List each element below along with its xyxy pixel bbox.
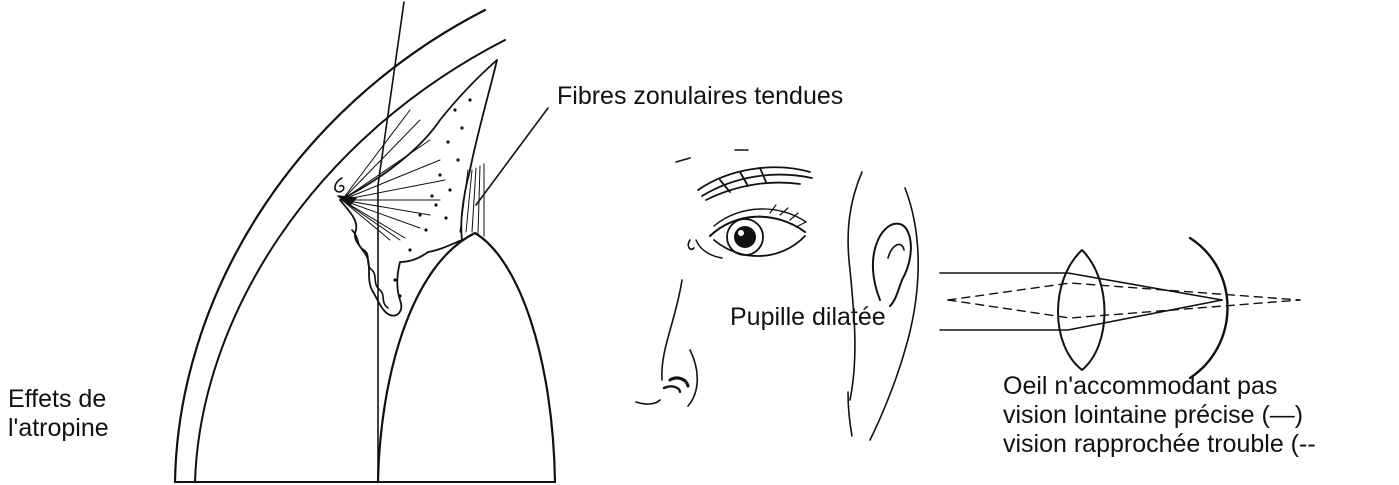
ciliary-stipple (393, 98, 471, 297)
eyebrow (698, 167, 812, 200)
face-mark-1 (676, 158, 690, 162)
face-illustration (636, 150, 918, 440)
retina-arc (1190, 238, 1228, 378)
face-side-contour (848, 172, 862, 400)
label-eye-not-accommodating: Oeil n'accommodant pas vision lointaine … (1003, 372, 1316, 459)
eye-cross-section (175, 2, 555, 482)
lens (378, 233, 555, 482)
nostril (664, 386, 680, 392)
sclera-inner-curve (195, 40, 505, 482)
label-zonular-fibers: Fibres zonulaires tendues (557, 82, 843, 111)
ray-far-top (940, 273, 1222, 300)
ciliary-body (340, 60, 497, 316)
ear (873, 224, 911, 306)
nose-wing (688, 350, 697, 406)
ray-near-top (948, 283, 1300, 300)
pointer-line-fibres (476, 108, 548, 205)
ciliary-processes (352, 230, 388, 308)
dilated-pupil (734, 226, 756, 248)
label-atropine-effects: Effets de l'atropine (8, 385, 109, 443)
label-eye-line2: vision lointaine précise (—) (1003, 401, 1316, 430)
scleral-spur-curl (335, 178, 344, 192)
label-atropine-effects-line2: l'atropine (8, 414, 109, 443)
pointer-line-top (378, 2, 404, 482)
label-atropine-effects-line1: Effets de (8, 385, 109, 414)
label-eye-line1: Oeil n'accommodant pas (1003, 372, 1316, 401)
ray-near-bottom (948, 300, 1300, 318)
label-dilated-pupil: Pupille dilatée (730, 303, 886, 332)
ciliary-muscle-fibers (342, 110, 445, 240)
ear-inner (888, 244, 904, 258)
cheek-contour (662, 280, 682, 380)
optics-diagram (940, 238, 1300, 378)
optics-lens (1058, 250, 1105, 370)
tear-drop (688, 240, 694, 249)
nose-tip (670, 378, 688, 386)
lip-line (636, 400, 660, 404)
pupil-highlight (738, 230, 744, 236)
label-eye-line3: vision rapprochée trouble (-- (1003, 430, 1316, 459)
sclera-outer-curve (175, 10, 485, 482)
